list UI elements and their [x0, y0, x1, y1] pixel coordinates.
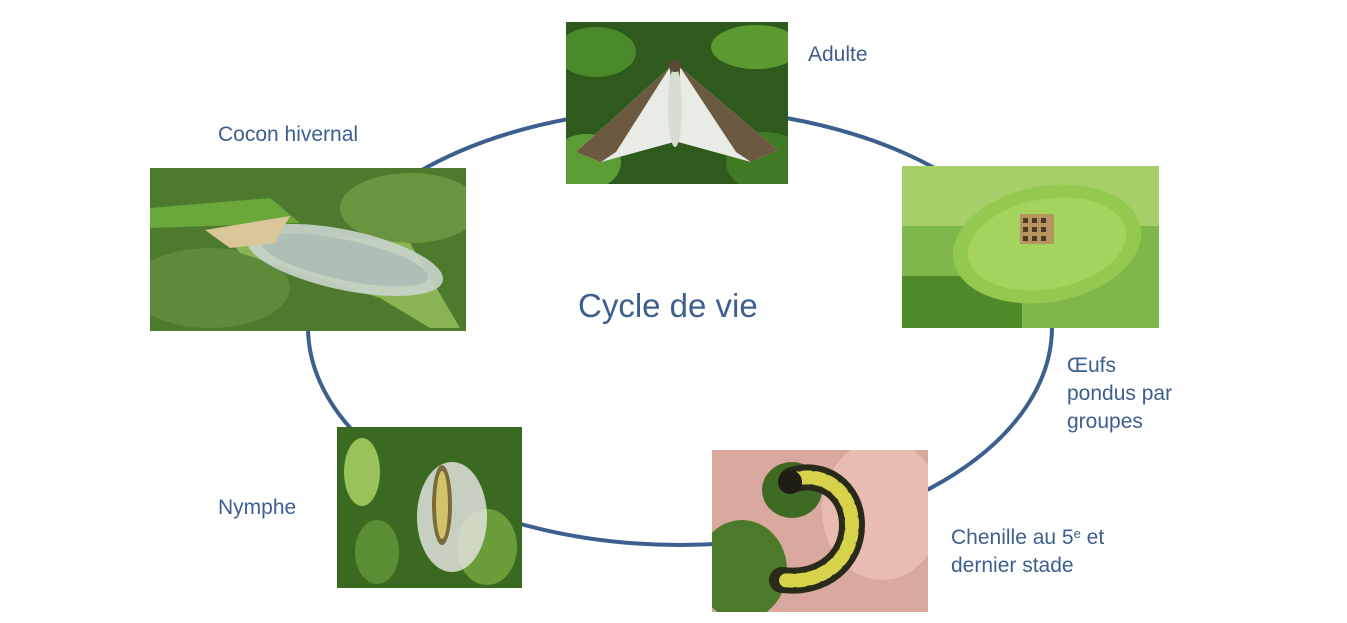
eggs-label-line2: pondus par [1067, 382, 1173, 405]
cocoon-label: Cocon hivernal [218, 123, 359, 146]
eggs-label-line3: groupes [1067, 410, 1143, 433]
winter-cocoon-photo [150, 168, 466, 331]
eggs-label-line1: Œufs [1067, 354, 1117, 377]
caterpillar-label-line2: dernier stade [951, 554, 1074, 577]
eggs-label: Œufs pondus par groupes [1067, 352, 1172, 436]
pupa-label: Nymphe [218, 496, 297, 519]
diagram-title: Cycle de vie [578, 287, 758, 324]
pupa-photo [337, 427, 522, 588]
caterpillar-label-post: et [1080, 526, 1105, 549]
adult-moth-photo [566, 22, 788, 184]
caterpillar-label: Chenille au 5e et dernier stade [951, 524, 1104, 580]
caterpillar-photo [712, 450, 928, 612]
caterpillar-label-line1: Chenille au 5e et [951, 524, 1104, 552]
adult-label: Adulte [808, 43, 868, 66]
caterpillar-label-sup: e [1073, 526, 1081, 541]
eggs-on-leaf-photo [902, 166, 1159, 328]
caterpillar-label-pre: Chenille au 5 [951, 526, 1074, 549]
